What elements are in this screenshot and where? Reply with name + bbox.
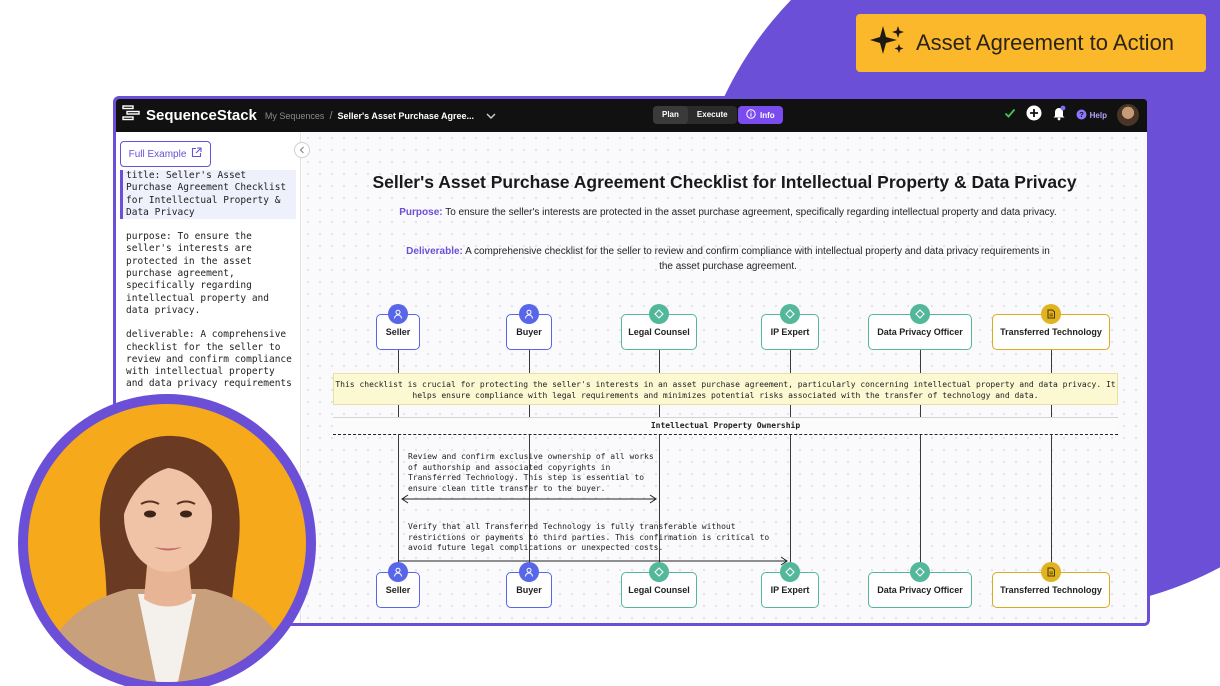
chevron-down-icon[interactable]: [486, 107, 496, 125]
actor-label: Transferred Technology: [1000, 327, 1102, 337]
app-logo[interactable]: SequenceStack: [122, 104, 257, 127]
lifeline-transferred-technology: [1051, 342, 1052, 572]
bell-icon[interactable]: [1052, 105, 1066, 126]
app-name: SequenceStack: [146, 107, 257, 124]
diagram-canvas[interactable]: Seller's Asset Purchase Agreement Checkl…: [302, 132, 1147, 623]
add-icon[interactable]: [1026, 105, 1042, 126]
top-bar: SequenceStack My Sequences / Seller's As…: [116, 99, 1147, 132]
actor-legal-counsel-top[interactable]: Legal Counsel: [621, 314, 697, 350]
badge-label: Asset Agreement to Action: [916, 30, 1175, 55]
actor-label: Seller: [385, 327, 411, 337]
section-label: Intellectual Property Ownership: [650, 421, 801, 430]
help-label: Help: [1089, 110, 1107, 120]
diamond-icon: [649, 562, 669, 582]
lifeline-seller: [398, 342, 399, 572]
person-icon: [388, 304, 408, 324]
sparkles-icon: [870, 24, 906, 62]
info-label: Info: [760, 110, 775, 120]
person-icon: [519, 562, 539, 582]
note-text: This checklist is crucial for protecting…: [335, 380, 1116, 400]
breadcrumb-my-sequences[interactable]: My Sequences: [264, 110, 325, 121]
actor-label: Data Privacy Officer: [877, 327, 963, 337]
diamond-icon: [780, 304, 800, 324]
actor-seller-bottom[interactable]: Seller: [376, 572, 420, 608]
svg-text:?: ?: [1079, 110, 1084, 119]
help-icon: ?: [1076, 109, 1087, 122]
source-block-deliverable[interactable]: deliverable: A comprehensive checklist f…: [126, 329, 292, 390]
diamond-icon: [649, 304, 669, 324]
full-example-label: Full Example: [128, 148, 187, 160]
diamond-icon: [780, 562, 800, 582]
feature-badge: Asset Agreement to Action: [856, 14, 1206, 72]
lifeline-buyer: [529, 342, 530, 572]
document-icon: [1041, 562, 1061, 582]
purpose-line: Purpose: To ensure the seller's interest…: [398, 205, 1058, 220]
full-example-button[interactable]: Full Example: [120, 141, 211, 167]
tab-execute[interactable]: Execute: [696, 110, 728, 119]
actor-label: Data Privacy Officer: [877, 585, 963, 595]
person-icon: [519, 304, 539, 324]
lifeline-data-privacy-officer: [920, 342, 921, 572]
external-link-icon: [191, 147, 202, 161]
breadcrumb-current[interactable]: Seller's Asset Purchase Agree...: [337, 110, 475, 121]
actor-label: Seller: [385, 585, 411, 595]
info-icon: [746, 109, 756, 121]
mode-switch: Plan Execute: [653, 106, 737, 124]
checklist-note[interactable]: This checklist is crucial for protecting…: [333, 373, 1118, 405]
actor-label: Legal Counsel: [628, 585, 690, 595]
deliverable-line: Deliverable: A comprehensive checklist f…: [398, 244, 1058, 274]
source-block-title[interactable]: title: Seller's Asset Purchase Agreement…: [120, 170, 296, 220]
document-icon: [1041, 304, 1061, 324]
deliverable-text: A comprehensive checklist for the seller…: [462, 246, 1050, 272]
arrow-seller-ip-expert: [398, 556, 788, 566]
actor-data-privacy-officer-top[interactable]: Data Privacy Officer: [868, 314, 972, 350]
top-bar-actions: ? Help: [1004, 104, 1139, 126]
diamond-icon: [910, 562, 930, 582]
diamond-icon: [910, 304, 930, 324]
help-link[interactable]: ? Help: [1076, 109, 1107, 122]
actor-label: Buyer: [516, 585, 542, 595]
diagram-title: Seller's Asset Purchase Agreement Checkl…: [372, 172, 1077, 192]
section-divider: Intellectual Property Ownership: [333, 417, 1118, 435]
purpose-label: Purpose:: [399, 207, 443, 218]
purpose-text: To ensure the seller's interests are pro…: [442, 207, 1057, 218]
user-avatar[interactable]: [1117, 104, 1139, 126]
presenter-portrait: [28, 404, 306, 682]
actor-label: IP Expert: [770, 585, 810, 595]
message-arrows: [398, 494, 788, 566]
stack-logo-icon: [122, 104, 140, 127]
check-icon[interactable]: [1004, 106, 1016, 124]
actor-label: IP Expert: [770, 327, 810, 337]
message-1-text[interactable]: Review and confirm exclusive ownership o…: [408, 452, 654, 493]
lifeline-legal-counsel: [659, 342, 660, 572]
message-2-text[interactable]: Verify that all Transferred Technology i…: [408, 522, 770, 552]
info-button[interactable]: Info: [738, 106, 783, 124]
actor-label: Transferred Technology: [1000, 585, 1102, 595]
source-block-purpose[interactable]: purpose: To ensure the seller's interest…: [126, 231, 269, 316]
lifeline-ip-expert: [790, 342, 791, 572]
arrow-seller-buyer: [401, 494, 657, 504]
person-icon: [388, 562, 408, 582]
collapse-sidebar-button[interactable]: [294, 142, 310, 158]
deliverable-label: Deliverable:: [406, 246, 463, 257]
source-sidebar: Full Example title: Seller's Asset Purch…: [116, 132, 301, 623]
sequence-source-text[interactable]: title: Seller's Asset Purchase Agreement…: [120, 170, 296, 403]
tab-plan[interactable]: Plan: [653, 106, 688, 124]
breadcrumb-separator: /: [329, 109, 333, 122]
app-window: SequenceStack My Sequences / Seller's As…: [113, 96, 1150, 626]
actor-label: Legal Counsel: [628, 327, 690, 337]
actor-label: Buyer: [516, 327, 542, 337]
